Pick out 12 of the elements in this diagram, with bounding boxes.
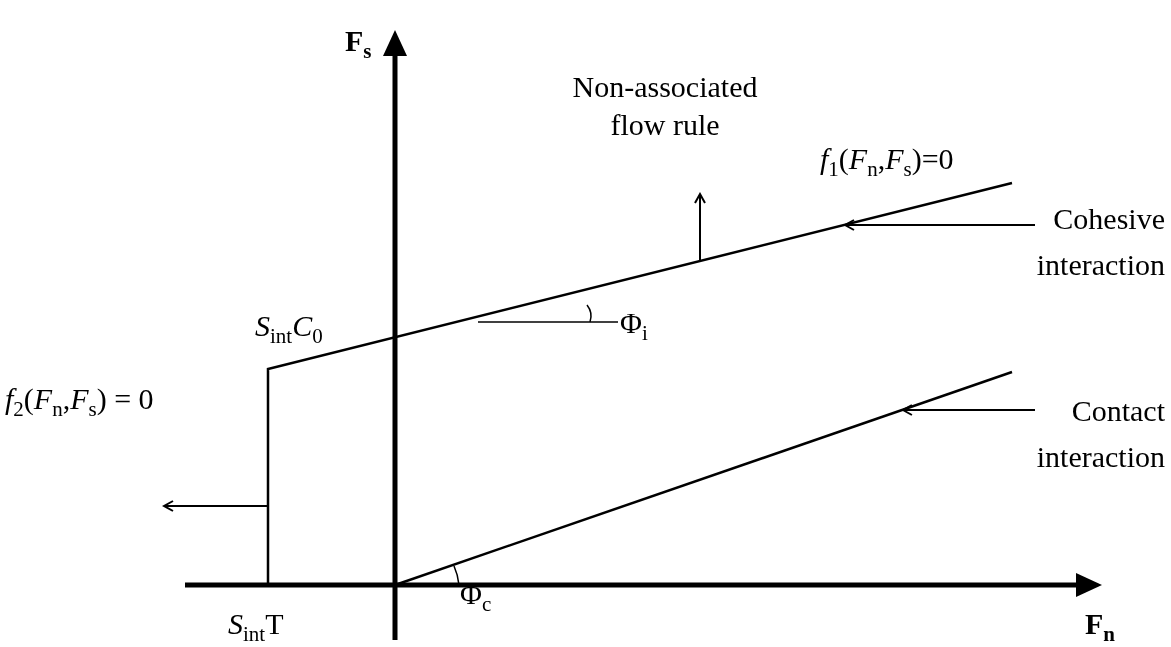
angle-label: Φ$_{i}$ bbox=[620, 305, 648, 347]
text-label: Contact interaction bbox=[1036, 388, 1165, 480]
text-label: Cohesive interaction bbox=[1036, 196, 1165, 288]
equation-label: f$_{2}$(F$_{n}$,F$_{s}$) = 0 bbox=[5, 381, 154, 423]
axis-label: F$_{n}$ bbox=[1085, 606, 1115, 647]
axis-label: F$_{s}$ bbox=[345, 23, 372, 65]
intercept-label: S$_{int}$T bbox=[228, 606, 284, 647]
leader-line bbox=[901, 404, 1036, 416]
leader-line bbox=[844, 219, 1036, 231]
equation-label: f$_{1}$(F$_{n}$,F$_{s}$)=0 bbox=[820, 141, 954, 183]
intercept-label: S$_{int}$C$_{0}$ bbox=[255, 308, 323, 350]
annotation-text: Non-associated flow rule bbox=[571, 69, 759, 143]
